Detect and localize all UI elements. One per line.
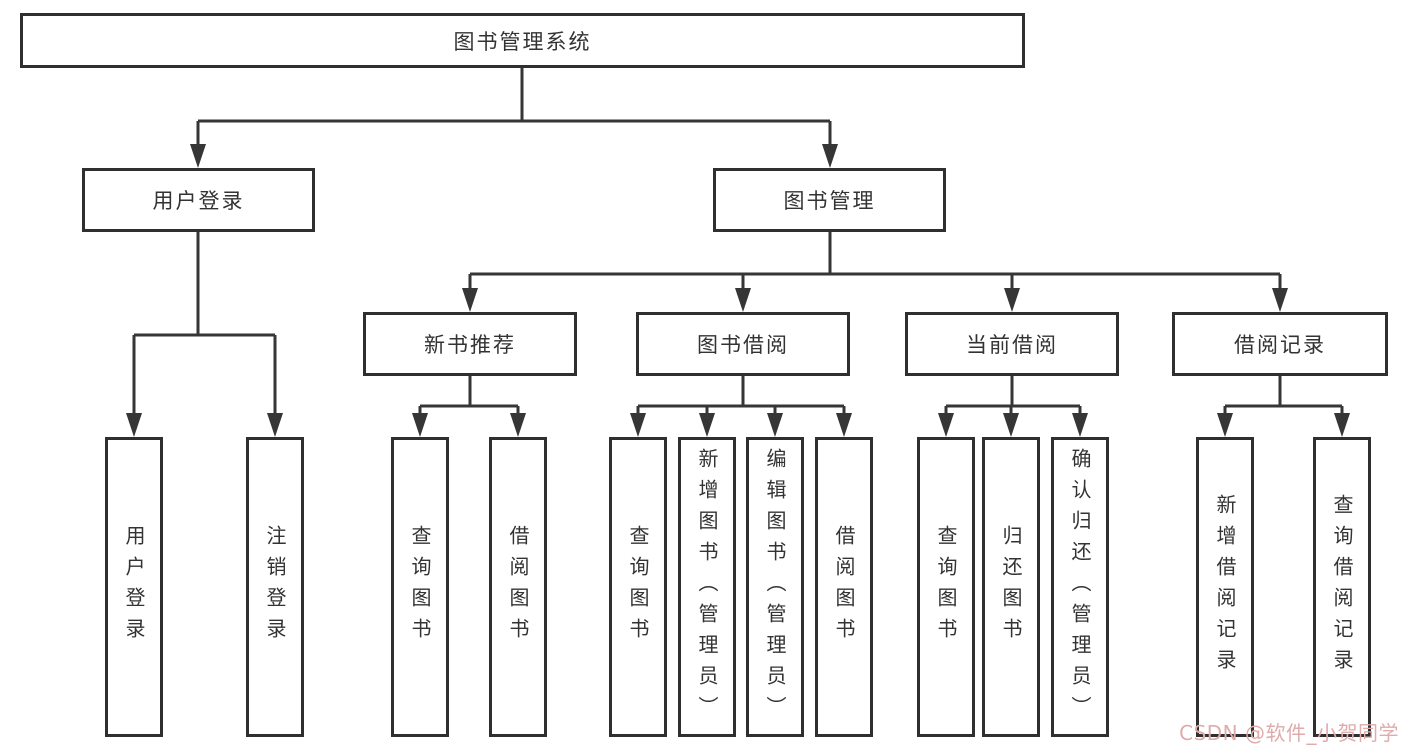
node-label: 当前借阅 [966, 333, 1058, 357]
leaf-add-books-admin: 新增图书（管理员） [678, 437, 736, 737]
trunk-current-borrowing [946, 376, 1080, 408]
trunk-book-management [470, 232, 1280, 276]
node-label: 用户登录 [152, 189, 245, 213]
node-label: 图书管理 [783, 189, 876, 213]
node-label: 查询图书 [934, 525, 958, 649]
node-book-borrowing: 图书借阅 [636, 312, 850, 376]
watermark: CSDN @软件_小贺同学 [1179, 721, 1399, 745]
leaf-edit-books-admin: 编辑图书（管理员） [746, 437, 804, 737]
leaf-return-books: 归还图书 [982, 437, 1040, 737]
arrowhead [1217, 413, 1233, 437]
node-label: 新书推荐 [424, 333, 516, 357]
trunk-book-borrowing [638, 376, 844, 408]
node-label: 借阅图书 [832, 525, 856, 649]
arrowhead [126, 413, 142, 437]
node-label: 查询图书 [408, 525, 432, 649]
arrowhead [267, 413, 283, 437]
trunk-user-login [134, 232, 275, 337]
arrow-stems-level3 [468, 274, 1282, 294]
arrowhead [836, 413, 852, 437]
node-label: 注销登录 [263, 525, 287, 649]
node-label: 借阅记录 [1234, 333, 1326, 357]
arrow-stems-level2 [196, 121, 832, 150]
trunk-borrowing-records [1225, 376, 1342, 408]
leaf-query-borrow-record: 查询借阅记录 [1313, 437, 1371, 737]
leaf-borrow-books-2: 借阅图书 [815, 437, 873, 737]
leaf-query-books-2: 查询图书 [609, 437, 667, 737]
leaf-confirm-return-admin: 确认归还（管理员） [1051, 437, 1109, 737]
node-label: 新增借阅记录 [1213, 494, 1237, 680]
node-label: 新增图书（管理员） [695, 447, 719, 727]
arrowhead [412, 413, 428, 437]
node-label: 编辑图书（管理员） [763, 447, 787, 727]
arrowhead [462, 288, 478, 312]
arrowhead [630, 413, 646, 437]
node-current-borrowing: 当前借阅 [905, 312, 1119, 376]
arrowhead [767, 413, 783, 437]
arrowhead [190, 144, 206, 168]
node-book-management: 图书管理 [713, 168, 946, 232]
leaf-add-borrow-record: 新增借阅记录 [1196, 437, 1254, 737]
node-label: 图书管理系统 [453, 29, 592, 54]
node-label: 确认归还（管理员） [1068, 447, 1092, 727]
arrowhead [510, 413, 526, 437]
arrow-stems-leaves [418, 406, 1344, 419]
node-user-login: 用户登录 [82, 168, 315, 232]
node-borrowing-records: 借阅记录 [1172, 312, 1388, 376]
node-label: 借阅图书 [506, 525, 530, 649]
trunk-new-book-recommendation [420, 376, 518, 408]
arrowhead [1003, 413, 1019, 437]
leaf-borrow-books: 借阅图书 [489, 437, 547, 737]
arrowhead [938, 413, 954, 437]
arrowhead [699, 413, 715, 437]
trunk-root [198, 68, 830, 123]
arrowhead [1072, 413, 1088, 437]
node-new-book-recommendation: 新书推荐 [363, 312, 577, 376]
leaf-user-login: 用户登录 [105, 437, 163, 737]
arrowhead [822, 144, 838, 168]
arrowhead [735, 288, 751, 312]
node-library-management-system: 图书管理系统 [20, 13, 1025, 68]
node-label: 用户登录 [122, 525, 146, 649]
arrow-stems-login-leaves [132, 335, 277, 419]
leaf-query-books: 查询图书 [391, 437, 449, 737]
node-label: 查询图书 [626, 525, 650, 649]
node-label: 图书借阅 [697, 333, 789, 357]
arrowhead [1272, 288, 1288, 312]
node-label: 查询借阅记录 [1330, 494, 1354, 680]
arrowhead [1004, 288, 1020, 312]
arrowhead [1334, 413, 1350, 437]
node-label: 归还图书 [999, 525, 1023, 649]
leaf-query-books-3: 查询图书 [917, 437, 975, 737]
leaf-logout: 注销登录 [246, 437, 304, 737]
